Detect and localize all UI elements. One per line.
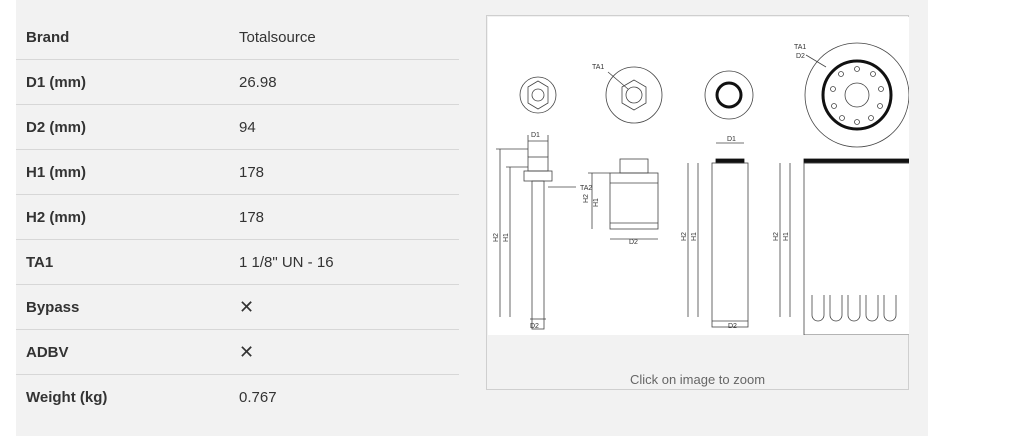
- top-view-filter: TA1 D2: [794, 42, 909, 148]
- label-d1: D1: [531, 132, 540, 139]
- zoom-caption: Click on image to zoom: [629, 372, 766, 387]
- spec-row-d2: D2 (mm) 94: [16, 104, 459, 150]
- product-image-frame[interactable]: TA1 TA1 D2: [486, 15, 909, 390]
- label-d2: D2: [530, 323, 539, 330]
- label-h2: H2: [773, 232, 780, 241]
- label-ta1: TA1: [592, 64, 604, 71]
- top-view-gasket: [704, 70, 754, 120]
- spec-label: H2 (mm): [16, 194, 229, 240]
- spec-row-brand: Brand Totalsource: [16, 15, 459, 60]
- label-h2: H2: [493, 233, 500, 242]
- label-h1: H1: [783, 232, 790, 241]
- spec-row-weight: Weight (kg) 0.767: [16, 375, 459, 420]
- label-h1: H1: [691, 232, 698, 241]
- spec-row-adbv: ADBV ✕: [16, 329, 459, 375]
- spec-value: Totalsource: [229, 15, 459, 60]
- spec-label: D1 (mm): [16, 59, 229, 105]
- spec-row-h2: H2 (mm) 178: [16, 194, 459, 240]
- label-h2: H2: [681, 232, 688, 241]
- label-d2: D2: [728, 323, 737, 330]
- spec-value: 178: [229, 194, 459, 240]
- spec-value: 178: [229, 149, 459, 195]
- spec-label: TA1: [16, 239, 229, 285]
- spec-label: D2 (mm): [16, 104, 229, 150]
- label-ta1-top: TA1: [794, 44, 806, 51]
- side-view-spin-on: H2 H1: [773, 158, 909, 335]
- side-view-cartridge: H2 H1 D2: [583, 158, 659, 246]
- label-d1: D1: [727, 136, 736, 143]
- top-view-threaded-end: TA1: [592, 64, 663, 124]
- label-ta2: TA2: [580, 185, 592, 192]
- spec-row-d1: D1 (mm) 26.98: [16, 59, 459, 105]
- spec-value: 26.98: [229, 59, 459, 105]
- spec-row-ta1: TA1 1 1/8" UN - 16: [16, 239, 459, 285]
- label-h2: H2: [583, 194, 590, 203]
- side-view-element: D1 H2 H1 D2: [681, 136, 749, 330]
- label-h1: H1: [503, 233, 510, 242]
- cross-icon: ✕: [239, 296, 255, 317]
- spec-value: 0.767: [239, 388, 277, 406]
- label-h1: H1: [593, 198, 600, 207]
- top-view-nipple: [519, 76, 557, 114]
- spec-label: H1 (mm): [16, 149, 229, 195]
- spec-value: 1 1/8" UN - 16: [229, 239, 459, 285]
- spec-row-h1: H1 (mm) 178: [16, 149, 459, 195]
- specifications-table: Brand Totalsource D1 (mm) 26.98 D2 (mm) …: [16, 15, 459, 419]
- spec-row-bypass: Bypass ✕: [16, 284, 459, 330]
- spec-value: 94: [229, 104, 459, 150]
- label-d2: D2: [629, 239, 638, 246]
- cross-icon: ✕: [239, 341, 255, 362]
- side-view-nipple: D1 D2 H2 H1 TA2: [493, 132, 592, 330]
- spec-label: Weight (kg): [26, 388, 108, 406]
- spec-label: ADBV: [16, 329, 229, 375]
- technical-drawing[interactable]: TA1 TA1 D2: [488, 17, 909, 335]
- label-d2-top: D2: [796, 53, 805, 60]
- spec-label: Brand: [16, 15, 229, 60]
- filter-dimension-drawing: TA1 TA1 D2: [493, 42, 909, 335]
- spec-label: Bypass: [16, 284, 229, 330]
